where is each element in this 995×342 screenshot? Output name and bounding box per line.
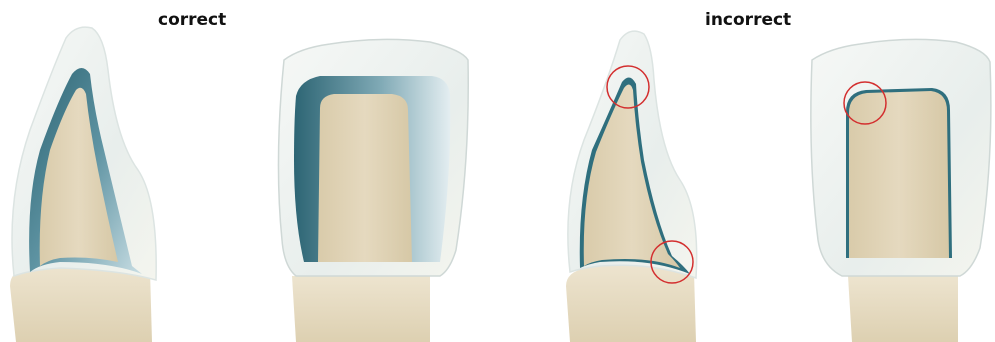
- tooth-incorrect-side: [566, 31, 697, 342]
- root: [10, 265, 152, 342]
- tooth-correct-side: [10, 27, 156, 342]
- root: [848, 276, 958, 342]
- root: [566, 265, 696, 342]
- tooth-correct-front: [278, 39, 468, 342]
- core: [849, 91, 949, 258]
- root: [292, 276, 430, 342]
- tooth-incorrect-front: [811, 39, 991, 342]
- core: [318, 94, 412, 262]
